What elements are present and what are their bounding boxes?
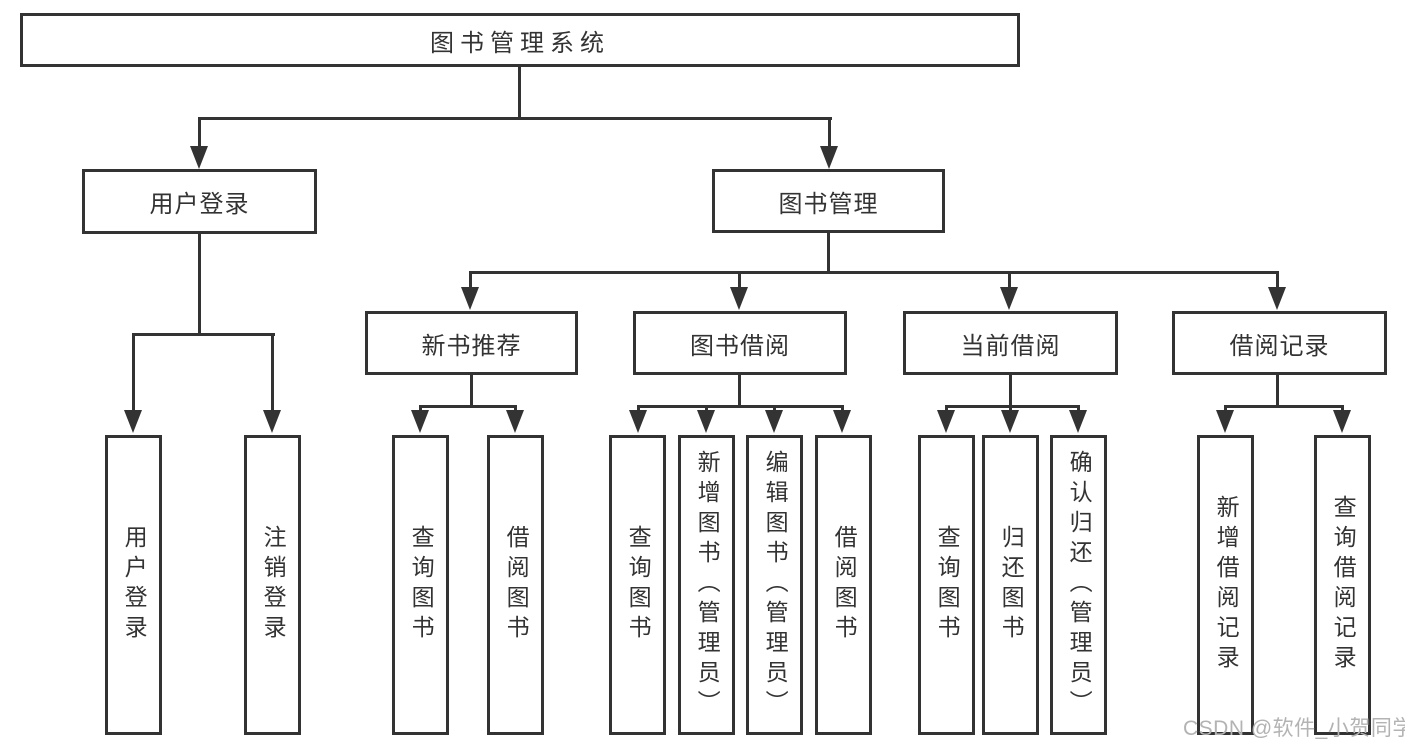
connector-line — [469, 271, 472, 290]
connector-line — [419, 405, 517, 408]
node-new-book-recommend-label: 新书推荐 — [421, 332, 522, 360]
node-current-borrowing: 当前借阅 — [903, 311, 1118, 375]
connector-arrowhead — [730, 287, 748, 310]
connector-line — [470, 375, 473, 407]
connector-line — [637, 405, 844, 408]
connector-line — [1276, 375, 1279, 407]
connector-arrowhead — [1069, 410, 1087, 433]
connector-arrowhead — [1268, 287, 1286, 310]
node-library-system: 图书管理系统 — [20, 13, 1020, 67]
leaf-query-books-recommend: 查询图书 — [392, 435, 449, 735]
leaf-query-books-current: 查询图书 — [918, 435, 975, 735]
leaf-confirm-return-admin: 确认归还（管理员） — [1050, 435, 1107, 735]
node-book-management-label: 图书管理 — [778, 190, 879, 218]
connector-line — [1224, 405, 1344, 408]
connector-line — [637, 405, 640, 413]
node-borrow-records-label: 借阅记录 — [1229, 332, 1330, 360]
connector-arrowhead — [697, 410, 715, 433]
node-book-management: 图书管理 — [712, 169, 945, 233]
leaf-return-book-label: 归还图书 — [998, 525, 1025, 645]
connector-arrowhead — [411, 410, 429, 433]
watermark: CSDN @软件_小贺同学 — [1183, 717, 1405, 740]
connector-arrowhead — [833, 410, 851, 433]
connector-arrowhead — [124, 410, 142, 433]
connector-line — [132, 333, 275, 336]
node-user-login-label: 用户登录 — [149, 191, 250, 218]
leaf-confirm-return-admin-label: 确认归还（管理员） — [1066, 450, 1093, 720]
leaf-add-book-admin: 新增图书（管理员） — [678, 435, 735, 735]
connector-arrowhead — [1001, 410, 1019, 433]
connector-line — [738, 375, 741, 407]
connector-line — [738, 271, 741, 290]
connector-line — [945, 405, 1080, 408]
connector-line — [1008, 271, 1011, 290]
connector-arrowhead — [506, 410, 524, 433]
leaf-borrow-books-borrowing-label: 借阅图书 — [831, 525, 858, 645]
connector-line — [419, 405, 422, 413]
node-borrow-records: 借阅记录 — [1172, 311, 1387, 375]
connector-arrowhead — [1216, 410, 1234, 433]
connector-line — [469, 271, 1279, 274]
leaf-logout: 注销登录 — [244, 435, 301, 735]
connector-line — [198, 117, 832, 120]
connector-line — [828, 117, 831, 150]
connector-line — [514, 405, 517, 413]
leaf-query-borrow-record: 查询借阅记录 — [1314, 435, 1371, 735]
connector-line — [1276, 271, 1279, 290]
connector-line — [827, 233, 830, 274]
connector-arrowhead — [765, 410, 783, 433]
connector-arrowhead — [263, 410, 281, 433]
leaf-borrow-books-recommend: 借阅图书 — [487, 435, 544, 735]
connector-arrowhead — [937, 410, 955, 433]
connector-line — [1224, 405, 1227, 413]
connector-arrowhead — [461, 287, 479, 310]
connector-line — [198, 234, 201, 336]
connector-arrowhead — [1000, 287, 1018, 310]
leaf-query-books-recommend-label: 查询图书 — [408, 525, 435, 645]
connector-arrowhead — [629, 410, 647, 433]
leaf-add-borrow-record-label: 新增借阅记录 — [1213, 495, 1240, 675]
connector-line — [518, 66, 521, 119]
connector-line — [1341, 405, 1344, 413]
connector-line — [1077, 405, 1080, 413]
connector-line — [945, 405, 948, 413]
leaf-query-books-borrowing: 查询图书 — [609, 435, 666, 735]
connector-line — [198, 117, 201, 150]
leaf-edit-book-admin-label: 编辑图书（管理员） — [762, 450, 789, 720]
node-current-borrowing-label: 当前借阅 — [960, 332, 1061, 360]
node-new-book-recommend: 新书推荐 — [365, 311, 578, 375]
leaf-edit-book-admin: 编辑图书（管理员） — [746, 435, 803, 735]
connector-line — [705, 405, 708, 413]
connector-line — [1009, 405, 1012, 413]
node-book-borrowing: 图书借阅 — [633, 311, 847, 375]
leaf-logout-label: 注销登录 — [260, 525, 287, 645]
connector-line — [132, 333, 135, 413]
leaf-user-login-label: 用户登录 — [121, 525, 148, 645]
leaf-query-books-current-label: 查询图书 — [934, 525, 961, 645]
leaf-query-books-borrowing-label: 查询图书 — [625, 525, 652, 645]
leaf-borrow-books-borrowing: 借阅图书 — [815, 435, 872, 735]
leaf-user-login: 用户登录 — [105, 435, 162, 735]
node-book-borrowing-label: 图书借阅 — [690, 332, 790, 360]
node-library-system-label: 图书管理系统 — [430, 29, 610, 57]
leaf-add-book-admin-label: 新增图书（管理员） — [694, 450, 721, 720]
connector-arrowhead — [190, 146, 208, 169]
connector-line — [773, 405, 776, 413]
leaf-borrow-books-recommend-label: 借阅图书 — [503, 525, 530, 645]
connector-line — [271, 333, 274, 413]
connector-arrowhead — [1333, 410, 1351, 433]
connector-line — [1009, 375, 1012, 407]
leaf-add-borrow-record: 新增借阅记录 — [1197, 435, 1254, 735]
node-user-login: 用户登录 — [82, 169, 317, 234]
connector-line — [841, 405, 844, 413]
leaf-return-book: 归还图书 — [982, 435, 1039, 735]
connector-arrowhead — [820, 146, 838, 169]
leaf-query-borrow-record-label: 查询借阅记录 — [1330, 495, 1357, 675]
